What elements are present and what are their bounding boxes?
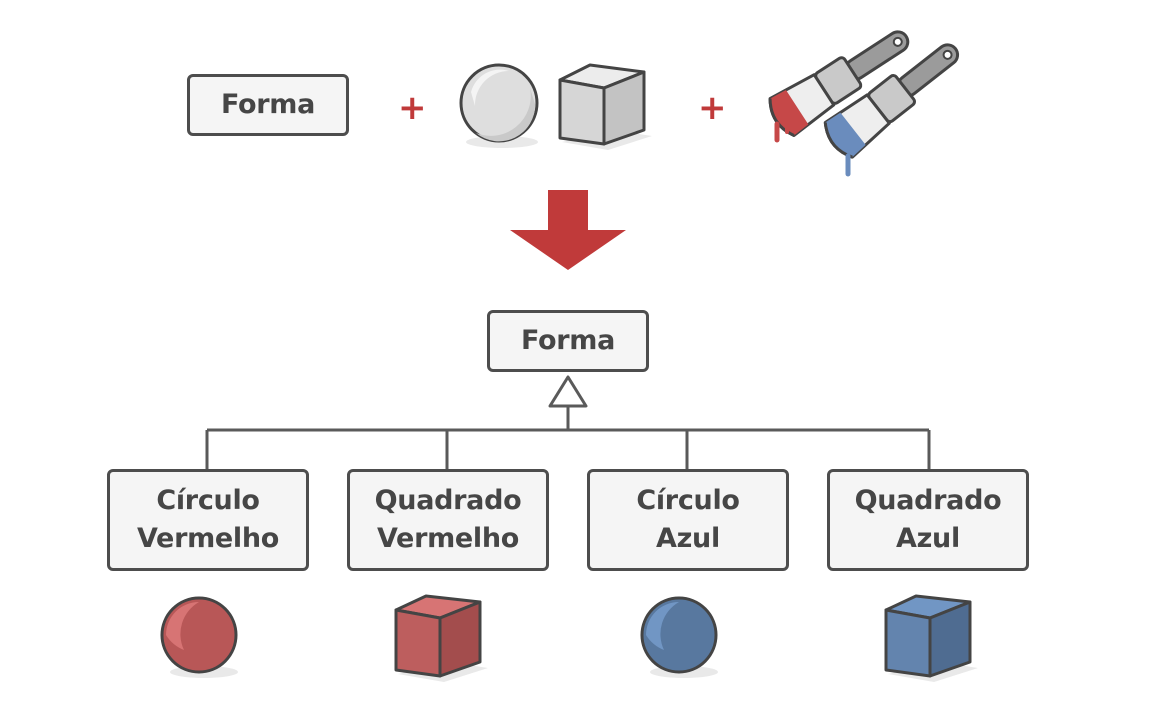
blue-sphere-icon	[640, 596, 718, 678]
child-class-line2: Vermelho	[136, 523, 280, 554]
child-class-line2: Azul	[896, 523, 960, 554]
child-class-line2: Vermelho	[376, 523, 520, 554]
neutral-sphere-icon	[459, 63, 539, 148]
forma-input-label: Forma	[220, 89, 316, 120]
blue-paintbrush-icon	[823, 43, 960, 177]
child-class-box-red-circle: Círculo Vermelho	[107, 469, 309, 571]
red-paintbrush-icon	[768, 30, 910, 143]
parent-class-label: Forma	[520, 325, 616, 356]
child-class-line1: Círculo	[636, 485, 740, 516]
blue-cube-icon	[884, 594, 978, 682]
child-class-line1: Quadrado	[374, 485, 522, 516]
red-sphere-icon	[160, 596, 238, 678]
parent-class-box: Forma	[487, 310, 649, 372]
red-cube-icon	[394, 594, 488, 682]
inheritance-triangle-icon	[548, 375, 588, 408]
child-class-box-blue-square: Quadrado Azul	[827, 469, 1029, 571]
child-class-box-blue-circle: Círculo Azul	[587, 469, 789, 571]
plus-sign-1: +	[398, 88, 427, 128]
child-class-line1: Quadrado	[854, 485, 1002, 516]
plus-sign-2: +	[698, 88, 727, 128]
child-class-line2: Azul	[656, 523, 720, 554]
forma-input-box: Forma	[187, 74, 349, 136]
child-class-line1: Círculo	[156, 485, 260, 516]
neutral-cube-icon	[558, 63, 652, 150]
down-arrow-icon	[510, 190, 626, 270]
child-class-box-red-square: Quadrado Vermelho	[347, 469, 549, 571]
